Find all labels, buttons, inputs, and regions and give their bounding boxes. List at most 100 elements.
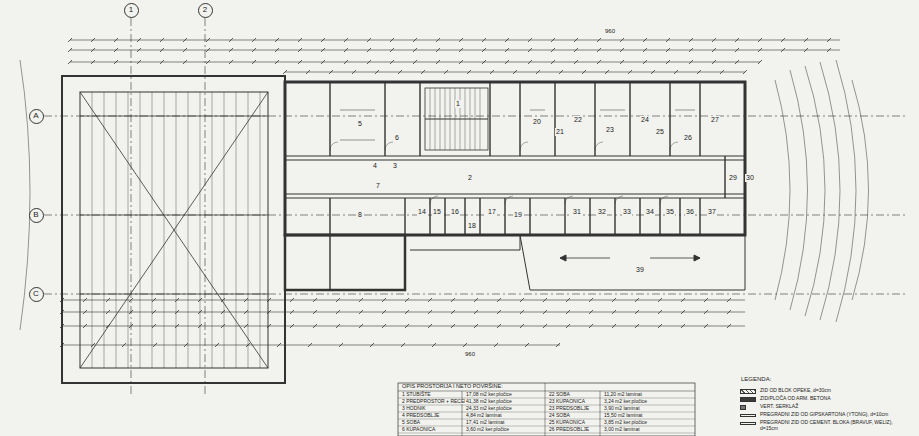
room-number: 34: [645, 208, 655, 215]
room-number: 5: [357, 120, 363, 127]
room-number: 24: [640, 116, 650, 123]
door-swing: [670, 142, 678, 150]
room-number: 3: [392, 162, 398, 169]
dimension-fan: [775, 60, 869, 322]
roof-joist: [224, 92, 225, 368]
dimension-line: [62, 300, 745, 345]
table-cell: 41,38 m2 ker.pločice: [465, 399, 513, 404]
room-number: 2: [467, 174, 473, 181]
table-cell: 6 KUPAONICA: [401, 427, 436, 432]
grid-bubble: 2: [198, 3, 213, 18]
table-cell: 25 KUPAONICA: [548, 420, 586, 425]
table-cell: 11,20 m2 laminat: [603, 392, 643, 397]
grid-line: [44, 18, 905, 395]
room-number: 35: [665, 208, 675, 215]
outer-wall: [285, 82, 745, 235]
stair-tread: [460, 88, 461, 150]
legend-heading: LEGENDA:: [740, 376, 772, 382]
stair-tread: [455, 88, 456, 150]
dimension-tick: [68, 48, 831, 52]
table-rule: [398, 433, 695, 434]
grid-bubble: 1: [124, 3, 139, 18]
grid-bubble: A: [29, 109, 44, 124]
table-rule: [398, 383, 695, 436]
terrace-outline: [520, 235, 745, 290]
stair-tread: [430, 88, 431, 150]
roof-joist: [212, 92, 213, 368]
roof-joist: [236, 92, 237, 368]
room-number: 18: [467, 222, 477, 229]
grid-label: C: [33, 290, 39, 298]
room-number: 27: [710, 116, 720, 123]
roof-joist: [104, 92, 105, 368]
room-number: 23: [605, 126, 615, 133]
roof-joist: [188, 92, 189, 368]
table-rule: [398, 426, 695, 427]
grid-bubble: B: [29, 208, 44, 223]
table-cell: 3,85 m2 ker.pločice: [603, 420, 648, 425]
room-number: 19: [513, 211, 523, 218]
legend-text: VERT. SERKLAŽ: [760, 404, 895, 410]
table-cell: 5 SOBA: [401, 420, 421, 425]
room-number: 15: [432, 208, 442, 215]
door-swing: [505, 196, 513, 204]
roof-joist: [140, 92, 141, 368]
dimension-tick: [60, 324, 731, 328]
table-rule: [398, 405, 695, 406]
table-rule: [398, 412, 695, 413]
roof-joist: [152, 92, 153, 368]
room-number: 1: [455, 100, 461, 107]
roof-frame: [80, 92, 268, 368]
room-number: 8: [357, 211, 363, 218]
table-cell: 15,50 m2 laminat: [603, 413, 643, 418]
grid-label: 1: [129, 6, 133, 14]
room-number: 33: [622, 208, 632, 215]
room-number: 20: [532, 118, 542, 125]
door-swing: [615, 196, 623, 204]
partition-wall: [330, 82, 725, 198]
table-cell: 23 PREDSOBLJE: [548, 406, 590, 411]
room-number: 7: [375, 182, 381, 189]
table-heading: OPIS PROSTORIJA I NETO POVRŠINE:: [401, 384, 504, 390]
table-cell: 24 SOBA: [548, 413, 571, 418]
grid-label: 2: [203, 6, 207, 14]
roof-joist: [164, 92, 165, 368]
dimension-tick: [60, 298, 731, 302]
legend-text: ZID OD BLOK OPEKE, d=30cm: [760, 388, 895, 394]
table-cell: 24,33 m2 ker.pločice: [465, 406, 513, 411]
room-number: 32: [597, 208, 607, 215]
room-table: [398, 383, 695, 436]
table-cell: 4 PREDSOBLJE: [401, 413, 440, 418]
room-number: 4: [372, 162, 378, 169]
legend-swatch: [740, 397, 756, 402]
dimension-tick: [283, 70, 747, 74]
legend-swatch: [740, 405, 746, 410]
table-cell: 3,00 m2 laminat: [603, 427, 641, 432]
table-cell: 3,90 m2 laminat: [603, 406, 641, 411]
plan-lines: [20, 18, 905, 436]
entrance-outline: [405, 235, 520, 250]
table-cell: 3,24 m2 ker.pločice: [603, 399, 648, 404]
door-swing: [660, 196, 668, 204]
legend-text: ZID/PLOČA OD ARM. BETONA: [760, 396, 895, 402]
dimension-text: 960: [464, 351, 476, 357]
grid-bubble: C: [29, 287, 44, 302]
stair-landing: [425, 119, 488, 120]
roof-joist: [260, 92, 261, 368]
stair-tread: [475, 88, 476, 150]
room-number: 39: [635, 266, 645, 273]
table-cell: 4,84 m2 laminat: [465, 413, 503, 418]
dimension-tick: [60, 343, 560, 347]
legend-swatch: [740, 414, 756, 417]
staircase: [425, 88, 488, 150]
room-number: 17: [487, 208, 497, 215]
room-number: 14: [417, 208, 427, 215]
slope-arrow: [560, 258, 700, 259]
corridor-wall: [285, 156, 745, 198]
room-number: 6: [394, 134, 400, 141]
door-swing: [430, 196, 438, 204]
roof-joist: [128, 92, 129, 368]
door-swing: [565, 196, 573, 204]
